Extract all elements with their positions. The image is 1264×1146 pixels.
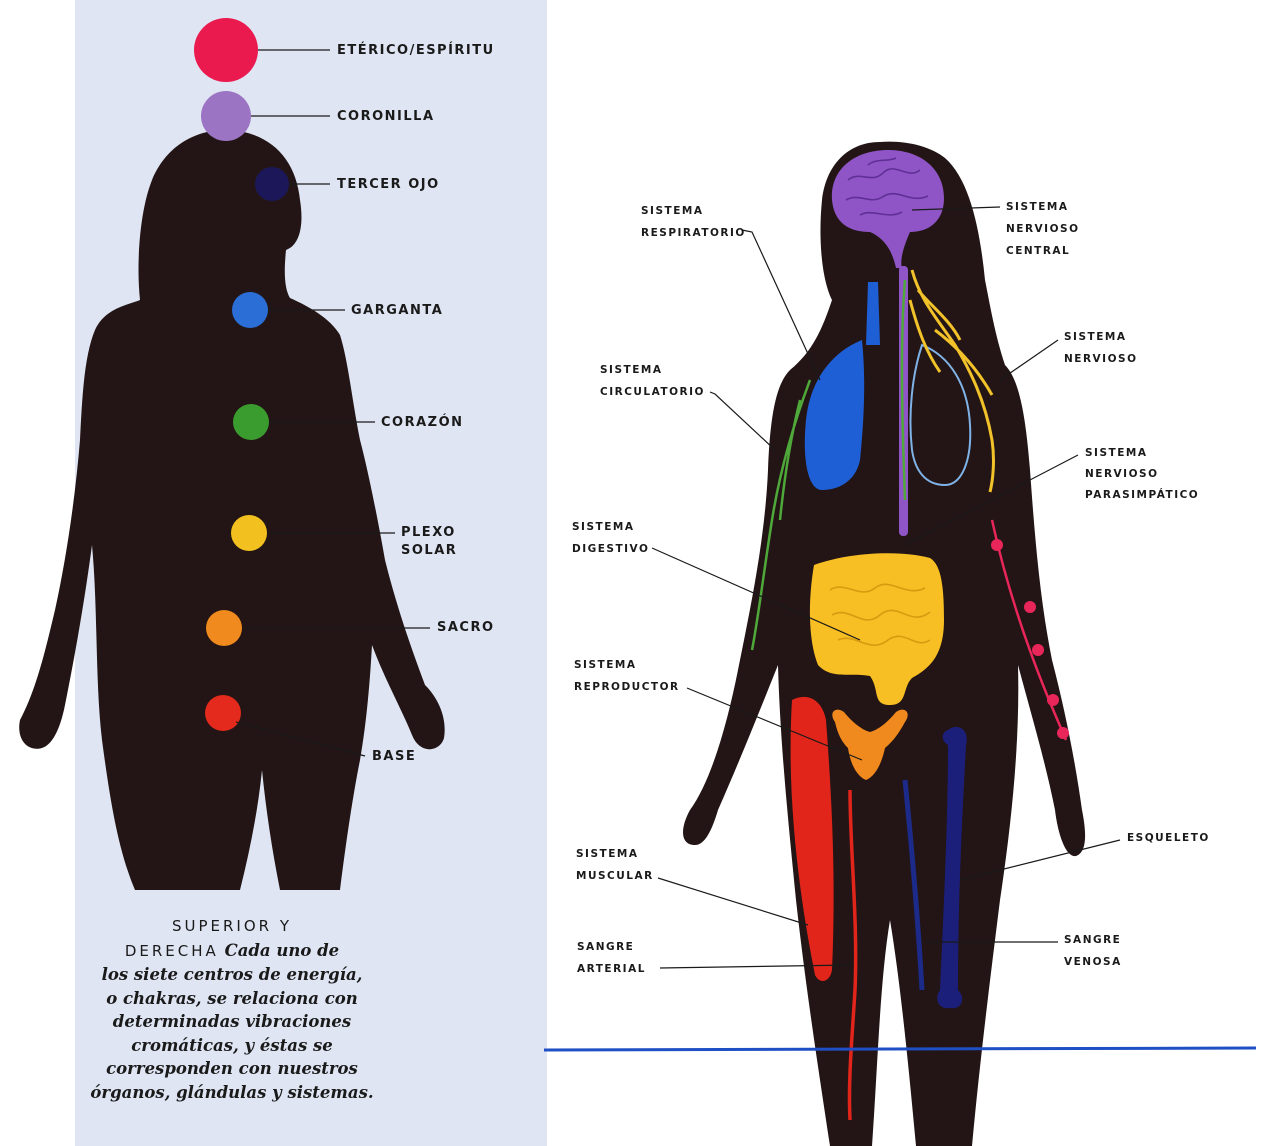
label-sacro: SACRO [437, 620, 495, 635]
caption-text-6: corresponden con nuestros [82, 1057, 382, 1081]
label-arterial-2: ARTERIAL [577, 963, 646, 975]
label-respiratorio-1: SISTEMA [641, 205, 703, 217]
parasympathetic-node [991, 539, 1003, 551]
leader-muscular [658, 878, 808, 925]
label-base: BASE [372, 749, 416, 764]
label-corazon: CORAZÓN [381, 414, 464, 430]
chakra-tercer-ojo-dot [255, 167, 289, 201]
label-digestivo-1: SISTEMA [572, 521, 634, 533]
chakra-eterico-dot [194, 18, 258, 82]
caption-text-3: o chakras, se relaciona con [82, 987, 382, 1011]
parasympathetic-node [1057, 727, 1069, 739]
label-arterial-1: SANGRE [577, 941, 634, 953]
trachea [866, 282, 880, 345]
leader-nervioso [1000, 340, 1058, 380]
label-circulatorio-1: SISTEMA [600, 364, 662, 376]
chakra-garganta-dot [232, 292, 268, 328]
label-esqueleto: ESQUELETO [1127, 832, 1210, 844]
label-tercer-ojo: TERCER OJO [337, 177, 440, 192]
label-circulatorio-2: CIRCULATORIO [600, 386, 705, 398]
leader-circulatorio [710, 392, 775, 450]
label-nervioso-central-1: SISTEMA [1006, 201, 1068, 213]
caption-text-5: cromáticas, y éstas se [82, 1034, 382, 1058]
label-parasimpatico-1: SISTEMA [1085, 447, 1147, 459]
label-muscular-1: SISTEMA [576, 848, 638, 860]
label-venosa-1: SANGRE [1064, 934, 1121, 946]
label-parasimpatico-2: NERVIOSO [1085, 468, 1159, 480]
label-respiratorio-2: RESPIRATORIO [641, 227, 746, 239]
label-reproductor-2: REPRODUCTOR [574, 681, 680, 693]
label-garganta: GARGANTA [351, 303, 443, 318]
parasympathetic-node [1024, 601, 1036, 613]
label-parasimpatico-3: PARASIMPÁTICO [1085, 488, 1199, 501]
caption-heading-1: SUPERIOR Y [172, 917, 292, 935]
chakra-base-dot [205, 695, 241, 731]
label-plexo: PLEXO [401, 525, 456, 540]
systems-figure: SISTEMA RESPIRATORIO SISTEMA NERVIOSO CE… [544, 142, 1256, 1146]
label-solar: SOLAR [401, 543, 457, 558]
chakra-coronilla-dot [201, 91, 251, 141]
label-venosa-2: VENOSA [1064, 956, 1122, 968]
caption-text-2: los siete centros de energía, [82, 963, 382, 987]
chakra-corazon-dot [233, 404, 269, 440]
label-nervioso-central-3: CENTRAL [1006, 245, 1070, 257]
parasympathetic-node [1032, 644, 1044, 656]
label-muscular-2: MUSCULAR [576, 870, 654, 882]
caption-text-4: determinadas vibraciones [82, 1010, 382, 1034]
left-woman-silhouette [19, 130, 444, 890]
caption-heading-2: DERECHA [125, 942, 219, 960]
chakra-plexo-dot [231, 515, 267, 551]
label-nervioso-2: NERVIOSO [1064, 353, 1138, 365]
label-digestivo-2: DIGESTIVO [572, 543, 649, 555]
label-coronilla: CORONILLA [337, 109, 435, 124]
chakra-sacro-dot [206, 610, 242, 646]
caption-text-7: órganos, glándulas y sistemas. [82, 1081, 382, 1105]
label-reproductor-1: SISTEMA [574, 659, 636, 671]
label-nervioso-central-2: NERVIOSO [1006, 223, 1080, 235]
page-rule [544, 1048, 1256, 1050]
figure-caption: SUPERIOR Y DERECHA Cada uno de los siete… [82, 914, 382, 1104]
chakra-figure: ETÉRICO/ESPÍRITU CORONILLA TERCER OJO GA… [19, 18, 494, 890]
label-eterico: ETÉRICO/ESPÍRITU [337, 42, 495, 58]
caption-text-1: Cada uno de [225, 941, 340, 960]
parasympathetic-node [1047, 694, 1059, 706]
label-nervioso-1: SISTEMA [1064, 331, 1126, 343]
